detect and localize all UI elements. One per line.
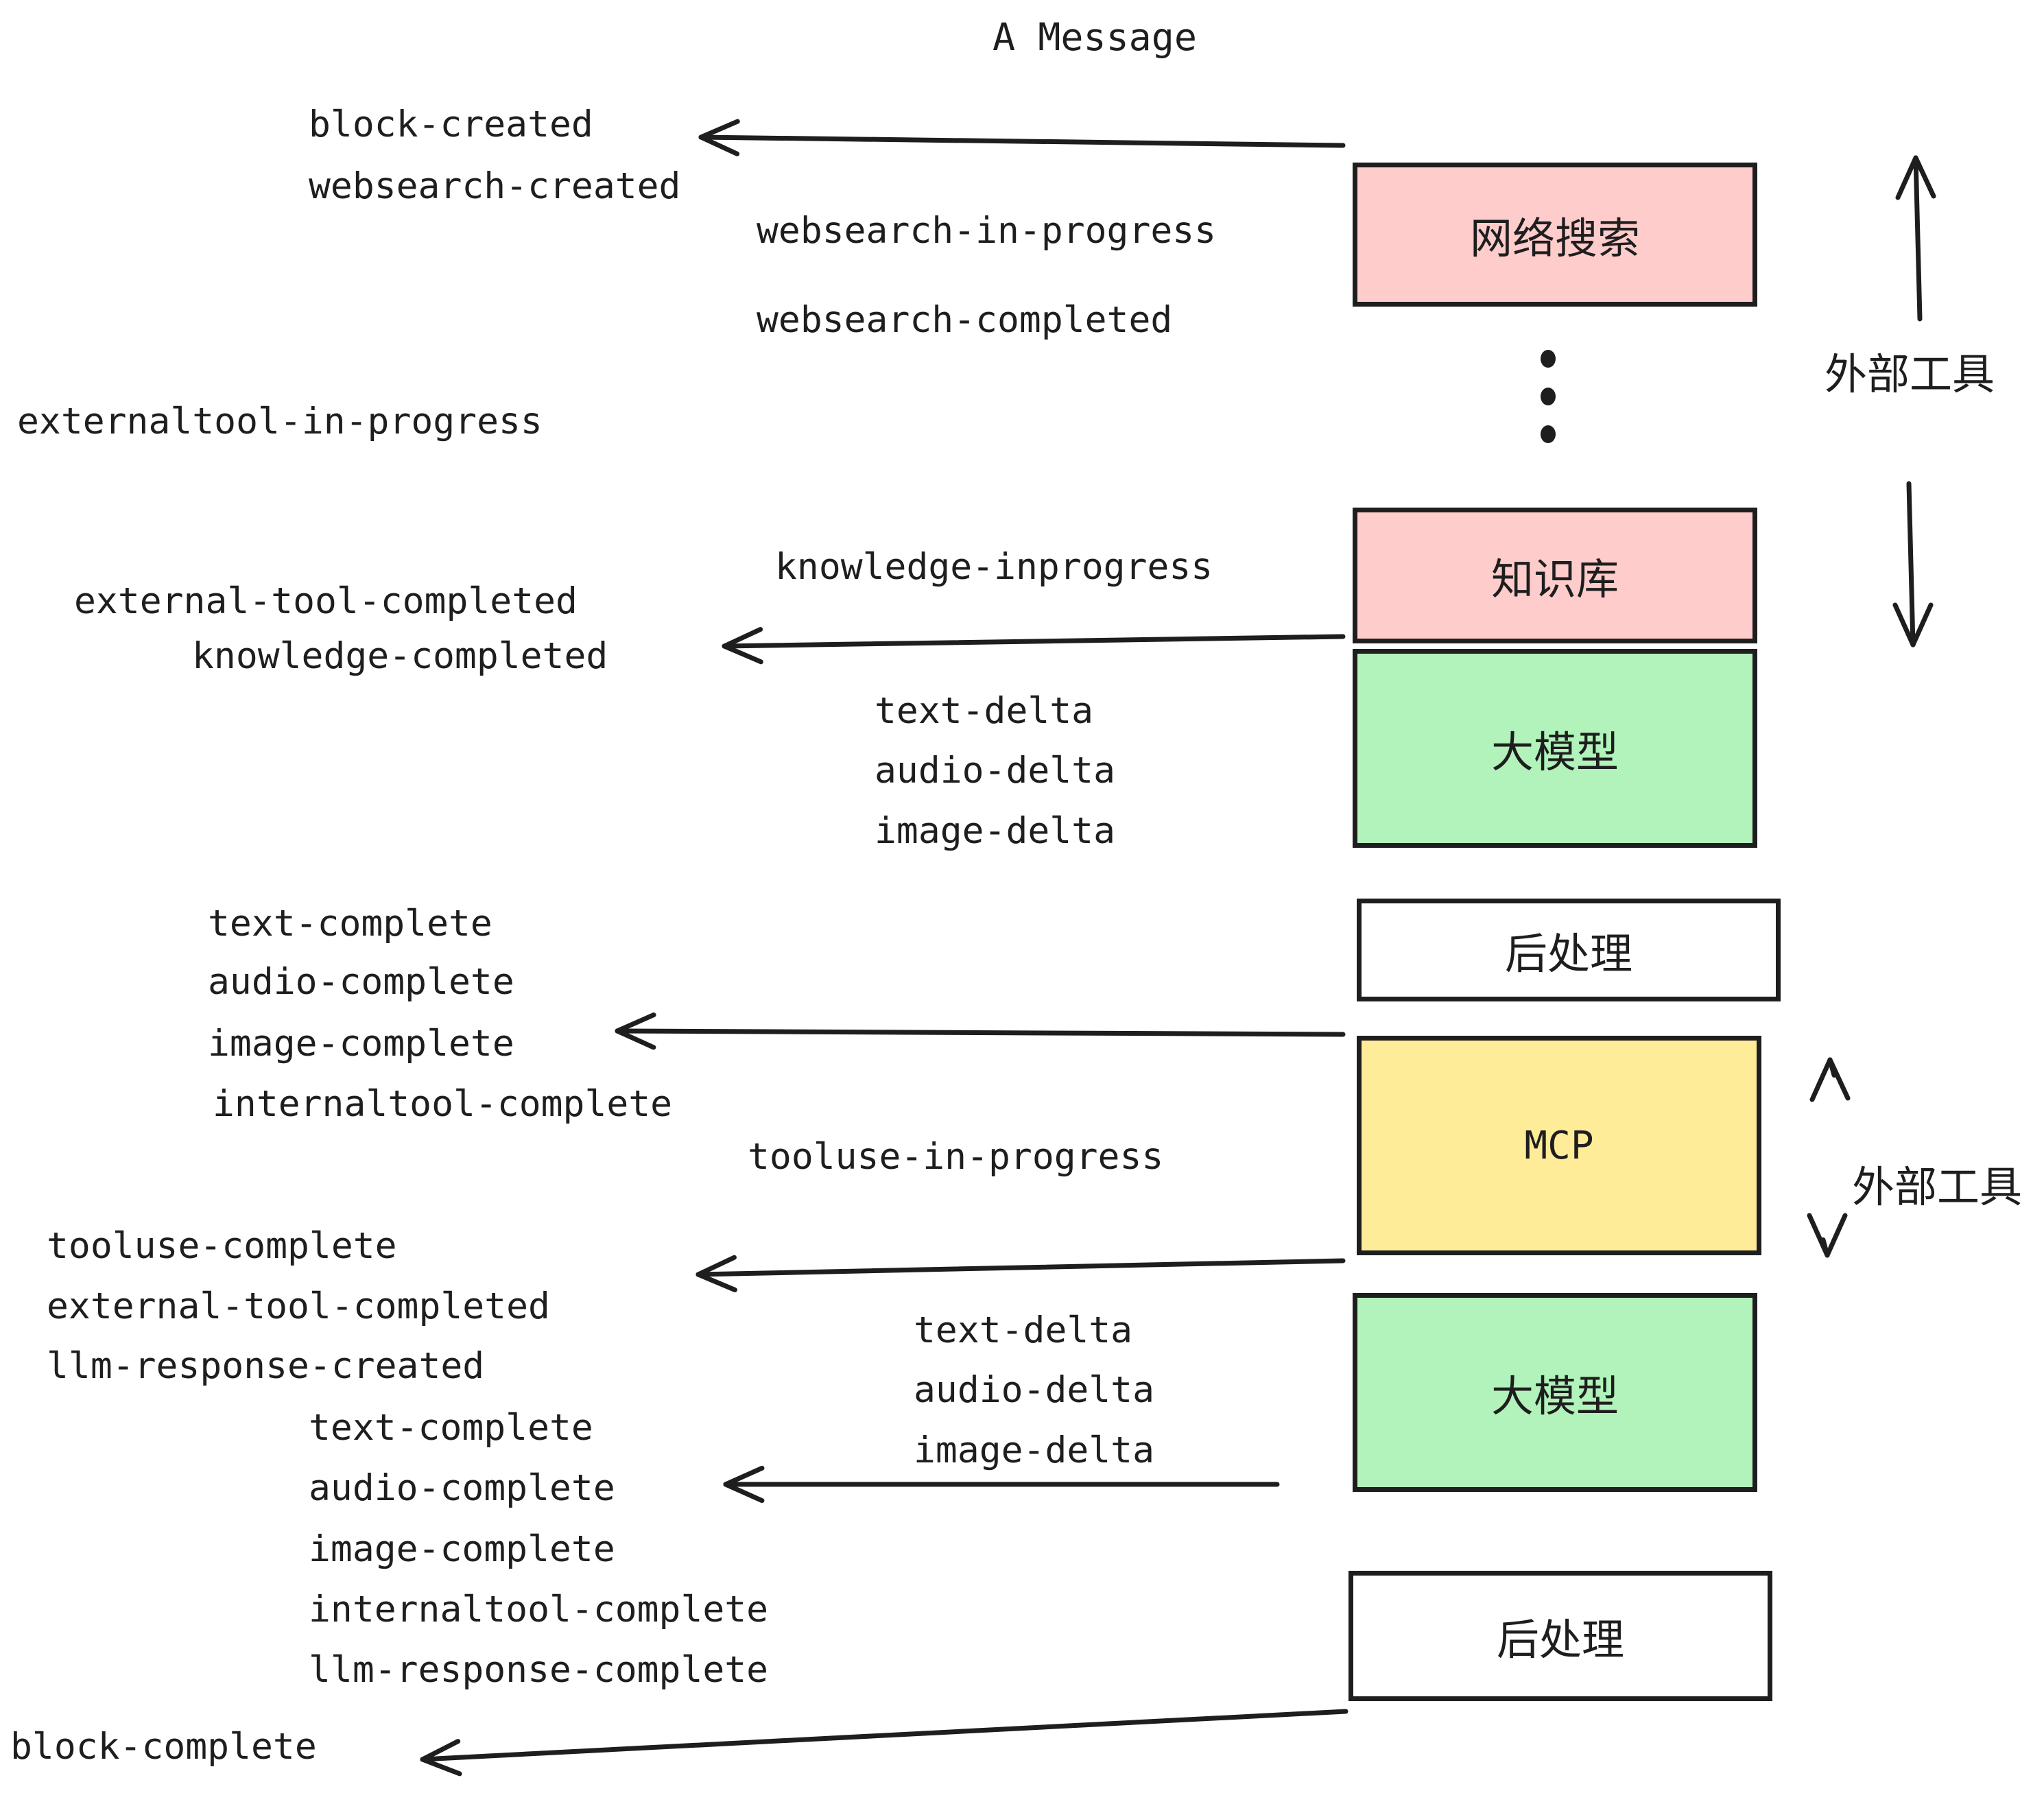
event-label-text-complete-1: text-complete	[208, 903, 492, 945]
ellipsis-dot	[1541, 425, 1556, 443]
arrow-knowledge	[722, 627, 1346, 665]
side-label-external-tools-top: 外部工具	[1825, 349, 1995, 399]
box-label-knowledge: 知识库	[1490, 554, 1619, 604]
event-label-websearch-in-progress: websearch-in-progress	[757, 210, 1217, 252]
side-label-external-tools-bottom: 外部工具	[1852, 1162, 2023, 1212]
event-label-block-created: block-created	[309, 104, 593, 145]
event-label-websearch-completed: websearch-completed	[757, 299, 1173, 341]
box-label-post-top: 后处理	[1504, 929, 1632, 979]
event-label-external-tool-completed-1: external-tool-completed	[74, 580, 578, 622]
event-label-text-delta-1: text-delta	[875, 690, 1094, 732]
event-label-image-complete-2: image-complete	[309, 1528, 615, 1570]
event-label-tooluse-in-progress: tooluse-in-progress	[748, 1136, 1164, 1178]
event-label-audio-delta-2: audio-delta	[914, 1369, 1154, 1411]
external-tools-arrow-bottom	[1807, 1057, 1851, 1258]
event-label-image-delta-1: image-delta	[875, 810, 1115, 852]
event-label-externaltool-in-progress: externaltool-in-progress	[17, 401, 543, 442]
event-label-external-tool-completed-2: external-tool-completed	[47, 1285, 550, 1327]
event-label-knowledge-completed: knowledge-completed	[192, 635, 608, 677]
event-label-text-complete-2: text-complete	[309, 1407, 593, 1449]
box-mcp: MCP	[1357, 1036, 1761, 1255]
box-post-bottom: 后处理	[1348, 1571, 1772, 1701]
box-llm-top: 大模型	[1353, 649, 1757, 848]
arrow-audio-complete	[723, 1465, 1280, 1504]
box-llm-bottom: 大模型	[1353, 1293, 1757, 1492]
box-websearch: 网络搜索	[1353, 163, 1757, 307]
event-label-audio-complete-2: audio-complete	[309, 1467, 615, 1509]
page-title: A Message	[993, 15, 1198, 59]
event-label-text-delta-2: text-delta	[914, 1309, 1133, 1351]
event-label-llm-response-created: llm-response-created	[47, 1345, 485, 1387]
box-label-post-bottom: 后处理	[1496, 1615, 1624, 1665]
arrow-block-created	[698, 119, 1346, 156]
box-label-llm-bottom: 大模型	[1490, 1371, 1619, 1421]
event-label-internaltool-complete-1: internaltool-complete	[213, 1083, 673, 1125]
event-label-tooluse-complete: tooluse-complete	[47, 1225, 397, 1267]
event-label-internaltool-complete-2: internaltool-complete	[309, 1589, 769, 1630]
event-label-websearch-created: websearch-created	[309, 165, 681, 207]
arrow-tooluse-complete	[696, 1255, 1346, 1293]
arrow-image-complete	[615, 1012, 1346, 1050]
event-label-knowledge-inprogress: knowledge-inprogress	[775, 546, 1213, 588]
external-tools-arrow-top	[1892, 155, 1936, 648]
arrow-block-complete	[420, 1709, 1348, 1777]
ellipsis-dot	[1541, 388, 1556, 405]
box-label-mcp: MCP	[1524, 1123, 1594, 1168]
ellipsis-dot	[1541, 350, 1556, 368]
box-label-websearch: 网络搜索	[1469, 213, 1640, 263]
box-label-llm-top: 大模型	[1490, 727, 1619, 777]
event-label-audio-delta-1: audio-delta	[875, 750, 1115, 792]
event-label-block-complete: block-complete	[10, 1726, 317, 1768]
box-knowledge: 知识库	[1353, 508, 1757, 643]
box-post-top: 后处理	[1357, 899, 1781, 1001]
event-label-llm-response-complete: llm-response-complete	[309, 1649, 769, 1691]
event-label-image-delta-2: image-delta	[914, 1429, 1154, 1471]
event-label-audio-complete-1: audio-complete	[208, 961, 514, 1003]
event-label-image-complete-1: image-complete	[208, 1023, 514, 1065]
